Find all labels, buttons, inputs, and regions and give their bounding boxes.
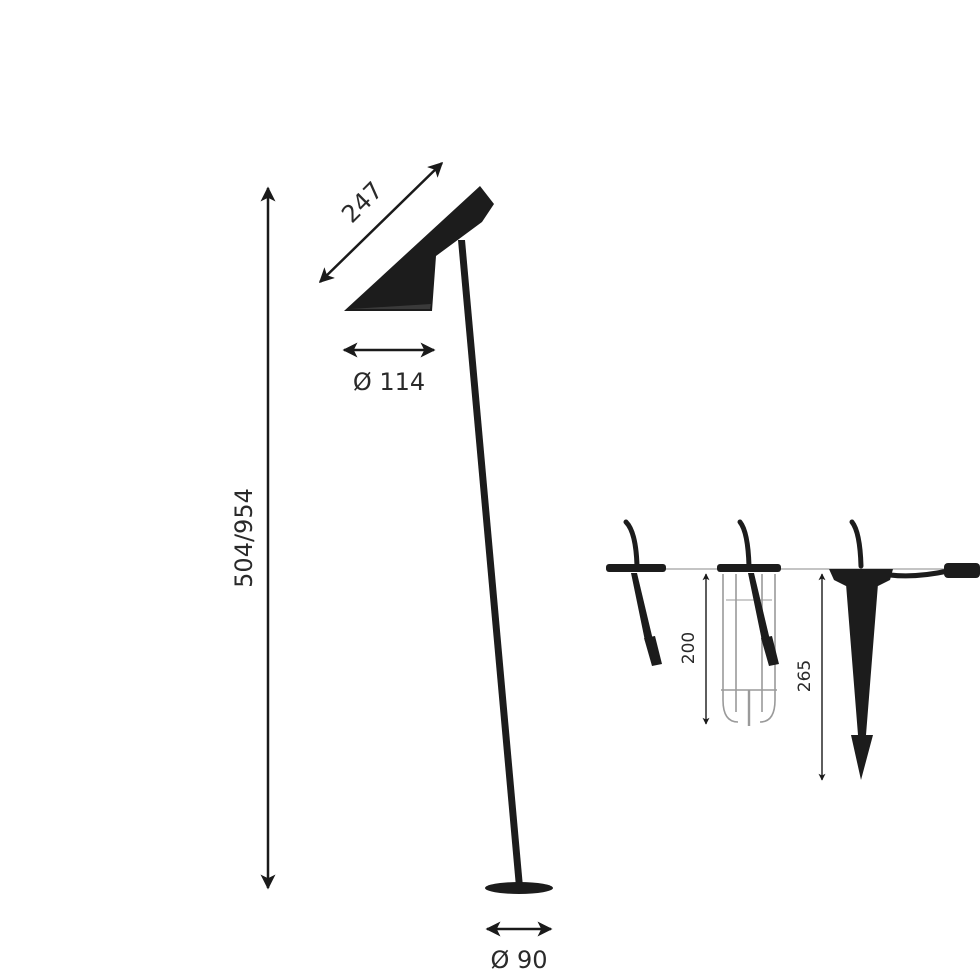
ground-socket-plate [717, 564, 781, 572]
main-lamp [344, 186, 553, 894]
ground-spike-head [829, 569, 893, 586]
ground-spike-option [829, 519, 980, 780]
ground-socket-frame [721, 574, 777, 726]
shade-diameter-label: Ø 114 [353, 368, 425, 396]
shade-diameter-dimension: Ø 114 [342, 342, 436, 396]
spike-length-dimension: 265 [795, 573, 826, 781]
height-label: 504/954 [230, 488, 258, 588]
spike-length-label: 265 [795, 660, 815, 692]
ground-spike-plug [944, 563, 980, 578]
ground-spike-body [846, 584, 878, 780]
mounting-options: 200 265 [606, 519, 980, 781]
surface-mount-stem [623, 519, 640, 569]
ground-socket-stem [737, 519, 752, 569]
ground-socket-plug [761, 636, 779, 666]
lamp-base [485, 882, 553, 894]
ground-socket-option [717, 519, 781, 726]
base-diameter-dimension: Ø 90 [485, 921, 553, 974]
ground-socket-cable [748, 573, 770, 641]
surface-mount-plate [606, 564, 666, 572]
base-diameter-label: Ø 90 [490, 946, 547, 974]
height-dimension: 504/954 [230, 186, 276, 890]
ground-spike-cable [887, 568, 951, 579]
shade-length-label: 247 [336, 176, 388, 228]
lamp-stem [458, 240, 523, 887]
ground-depth-dimension: 200 [679, 573, 710, 725]
surface-mount-option [606, 519, 666, 666]
ground-depth-label: 200 [679, 632, 699, 664]
lamp-shade-highlight [350, 304, 431, 309]
surface-mount-plug [644, 636, 662, 666]
surface-mount-cable [631, 573, 653, 641]
ground-spike-stem [849, 519, 864, 569]
shade-length-dimension-line [318, 161, 444, 284]
